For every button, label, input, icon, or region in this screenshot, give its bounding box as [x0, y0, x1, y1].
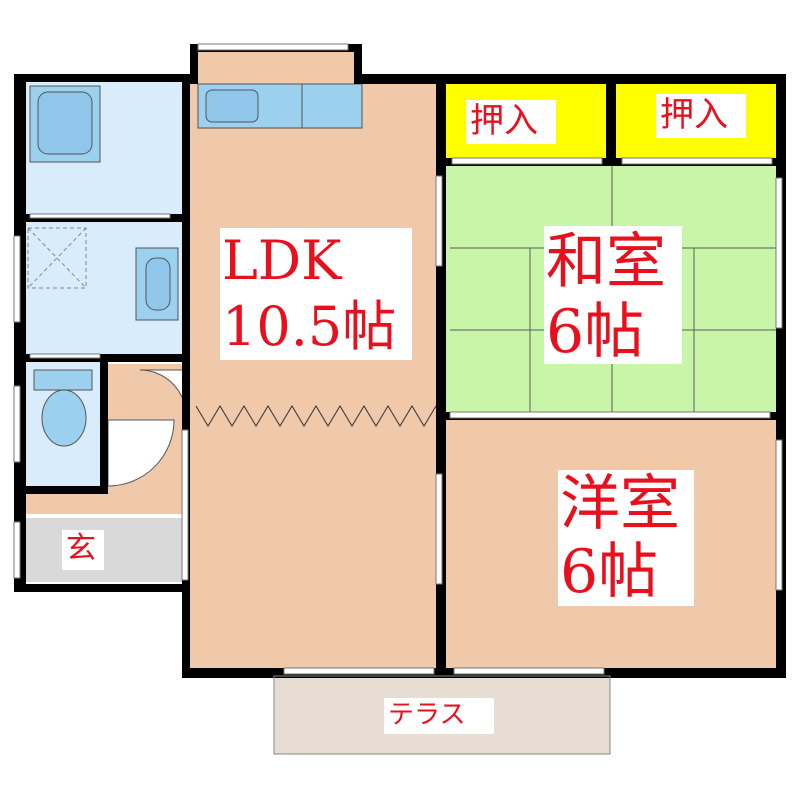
window	[13, 235, 21, 323]
window	[29, 353, 101, 359]
wall	[606, 74, 616, 164]
wall	[356, 74, 786, 84]
window	[435, 175, 443, 267]
window	[29, 213, 171, 219]
window	[449, 411, 771, 419]
wall	[100, 362, 108, 492]
door-swing-icon	[107, 419, 175, 487]
western-room-label-box	[558, 470, 694, 606]
terrace-outline	[273, 675, 611, 755]
wall	[14, 74, 26, 592]
window	[775, 177, 783, 329]
accordion-partition-icon	[195, 405, 437, 427]
window	[197, 43, 349, 51]
window	[775, 439, 783, 591]
laundry-space-icon	[27, 227, 87, 289]
ldk-floor	[190, 80, 438, 670]
kitchen-sink-icon	[197, 83, 363, 129]
window	[13, 521, 21, 579]
closet-left-label: 押入	[470, 101, 538, 141]
terrace-label: テラス	[388, 700, 466, 730]
toilet-icon	[33, 369, 93, 447]
wall	[354, 44, 362, 84]
kitchen-bay-floor	[196, 48, 356, 82]
wall	[182, 74, 190, 678]
closet-right-label: 押入	[660, 95, 728, 135]
window	[181, 429, 189, 581]
wall	[14, 486, 108, 494]
bathtub-icon	[29, 85, 101, 163]
japanese-room-label-box	[544, 226, 682, 364]
wall	[14, 584, 190, 592]
wall	[776, 74, 786, 678]
window	[435, 473, 443, 585]
closet-left-label-box	[466, 100, 556, 144]
window	[13, 385, 21, 463]
window	[453, 667, 605, 675]
western-room-name-label: 洋室	[560, 469, 680, 539]
terrace-label-box	[384, 698, 494, 734]
entrance-label-box	[62, 530, 104, 570]
western-room-size-label: 6帖	[560, 537, 659, 607]
wall	[190, 44, 198, 84]
ldk-size-label: 10.5帖	[222, 295, 397, 358]
closet-right-label-box	[656, 94, 746, 138]
entrance-floor	[24, 518, 184, 582]
wall	[436, 74, 446, 678]
entrance-label: 玄	[66, 531, 96, 566]
window	[621, 157, 773, 165]
japanese-room-name-label: 和室	[546, 227, 666, 297]
window	[451, 157, 603, 165]
ldk-name-label: LDK	[222, 229, 342, 292]
wall	[14, 74, 194, 82]
japanese-room-size-label: 6帖	[546, 297, 645, 367]
window	[283, 667, 435, 675]
washbasin-icon	[135, 247, 179, 321]
ldk-label-box	[220, 228, 412, 360]
